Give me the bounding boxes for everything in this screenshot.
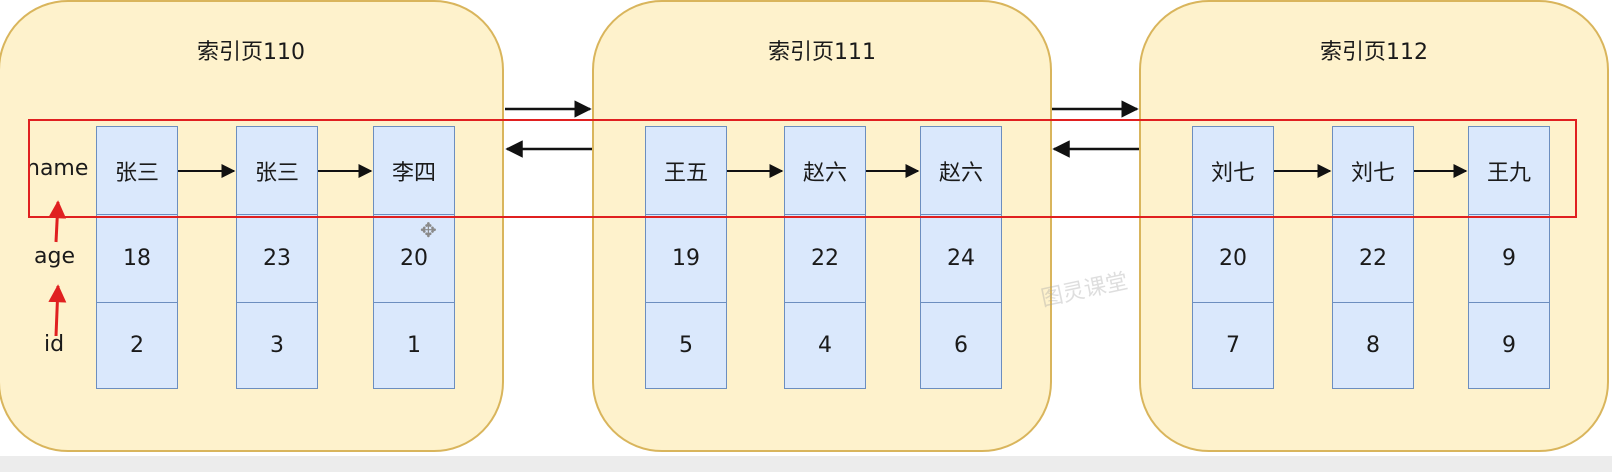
age-cell: 18 — [96, 214, 178, 303]
page-title: 索引页110 — [197, 40, 305, 65]
move-cursor-icon: ✥ — [420, 218, 437, 242]
id-cell: 1 — [373, 302, 455, 389]
id-cell: 4 — [784, 302, 866, 389]
name-cell: 刘七 — [1332, 126, 1414, 215]
name-cell: 张三 — [236, 126, 318, 215]
index-entry: 赵六 22 4 — [784, 126, 866, 389]
name-cell: 刘七 — [1192, 126, 1274, 215]
row-label-name: name — [26, 156, 89, 181]
age-cell: 22 — [1332, 214, 1414, 303]
id-cell: 5 — [645, 302, 727, 389]
name-cell: 李四 — [373, 126, 455, 215]
row-label-age: age — [34, 244, 75, 269]
age-cell: 20 — [373, 214, 455, 303]
age-cell: 20 — [1192, 214, 1274, 303]
age-cell: 24 — [920, 214, 1002, 303]
age-cell: 23 — [236, 214, 318, 303]
index-entry: 刘七 22 8 — [1332, 126, 1414, 389]
index-entry: 刘七 20 7 — [1192, 126, 1274, 389]
name-cell: 王五 — [645, 126, 727, 215]
age-cell: 9 — [1468, 214, 1550, 303]
row-label-id: id — [44, 332, 65, 357]
index-entry: 王五 19 5 — [645, 126, 727, 389]
id-cell: 8 — [1332, 302, 1414, 389]
name-cell: 张三 — [96, 126, 178, 215]
index-entry: 张三 23 3 — [236, 126, 318, 389]
name-cell: 赵六 — [920, 126, 1002, 215]
page-title: 索引页112 — [1320, 40, 1428, 65]
id-cell: 6 — [920, 302, 1002, 389]
id-cell: 3 — [236, 302, 318, 389]
id-cell: 2 — [96, 302, 178, 389]
age-cell: 19 — [645, 214, 727, 303]
index-entry: 张三 18 2 — [96, 126, 178, 389]
bottom-scrollbar[interactable] — [0, 456, 1612, 472]
index-entry: 赵六 24 6 — [920, 126, 1002, 389]
id-cell: 9 — [1468, 302, 1550, 389]
index-entry: 王九 9 9 — [1468, 126, 1550, 389]
age-cell: 22 — [784, 214, 866, 303]
id-cell: 7 — [1192, 302, 1274, 389]
name-cell: 王九 — [1468, 126, 1550, 215]
name-cell: 赵六 — [784, 126, 866, 215]
index-entry: 李四 20 1 — [373, 126, 455, 389]
page-title: 索引页111 — [768, 40, 876, 65]
